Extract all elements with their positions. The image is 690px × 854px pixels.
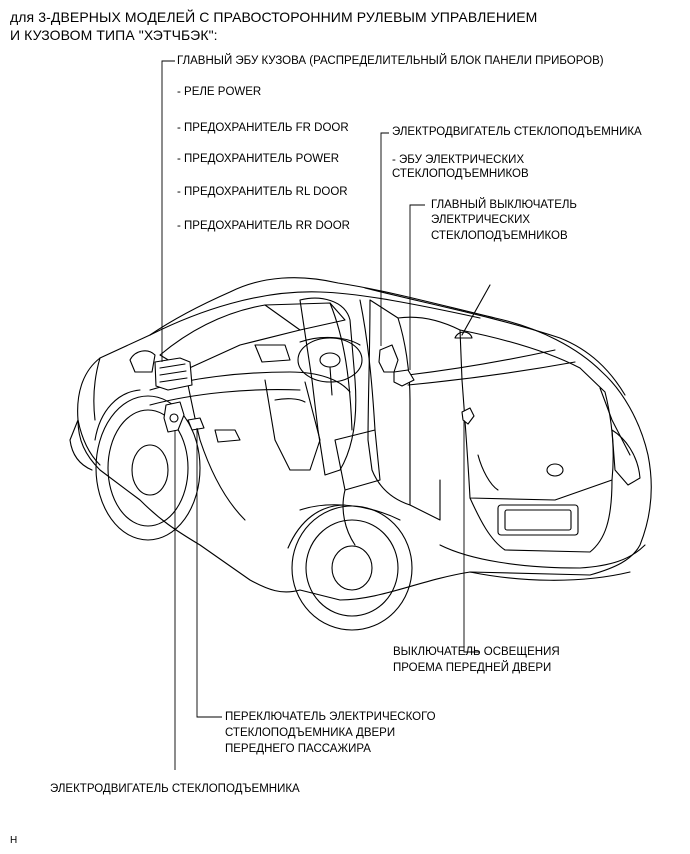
door-opening bbox=[367, 299, 411, 506]
rear-wheel bbox=[291, 505, 413, 631]
label-window-ecu-line-1: - ЭБУ ЭЛЕКТРИЧЕСКИХ bbox=[392, 154, 525, 166]
steering-wheel bbox=[297, 337, 363, 383]
label-main-body-ecu: ГЛАВНЫЙ ЭБУ КУЗОВА (РАСПРЕДЕЛИТЕЛЬНЫЙ БЛ… bbox=[177, 55, 604, 67]
leader-main-ecu bbox=[161, 60, 175, 362]
label-fuse-rr-door: - ПРЕДОХРАНИТЕЛЬ RR DOOR bbox=[177, 220, 350, 232]
diagram-title-line-2: И КУЗОВОМ ТИПА "ХЭТЧБЭК": bbox=[10, 27, 218, 43]
label-master-switch-line-2: ЭЛЕКТРИЧЕСКИХ bbox=[431, 214, 531, 226]
front-wheel bbox=[95, 395, 201, 541]
label-fuse-power: - ПРЕДОХРАНИТЕЛЬ POWER bbox=[177, 153, 340, 165]
passenger-window-switch-component bbox=[187, 417, 205, 431]
car-body-outline bbox=[77, 277, 652, 601]
license-plate bbox=[497, 504, 579, 536]
master-switch-component bbox=[393, 369, 415, 387]
main-body-ecu-component bbox=[154, 357, 193, 391]
leader-passenger-switch bbox=[196, 428, 222, 718]
antenna bbox=[461, 284, 491, 336]
label-master-switch-line-1: ГЛАВНЫЙ ВЫКЛЮЧАТЕЛЬ bbox=[431, 199, 577, 211]
label-passenger-switch-line-3: ПЕРЕДНЕГО ПАССАЖИРА bbox=[225, 743, 371, 755]
left-window-motor-component bbox=[163, 401, 185, 433]
windshield bbox=[159, 302, 346, 371]
rear-seat bbox=[334, 429, 381, 491]
label-fuse-rl-door: - ПРЕДОХРАНИТЕЛЬ RL DOOR bbox=[177, 186, 348, 198]
front-seat bbox=[299, 297, 357, 476]
rear-emblem bbox=[546, 463, 564, 477]
figure-code: H bbox=[10, 835, 18, 846]
label-courtesy-switch-line-2: ПРОЕМА ПЕРЕДНЕЙ ДВЕРИ bbox=[393, 662, 552, 674]
leader-window-motor-right bbox=[380, 132, 389, 346]
label-window-motor-left: ЭЛЕКТРОДВИГАТЕЛЬ СТЕКЛОПОДЪЕМНИКА bbox=[50, 783, 300, 795]
courtesy-switch-component bbox=[461, 407, 475, 425]
leader-courtesy-switch bbox=[463, 420, 480, 653]
label-fuse-fr-door: - ПРЕДОХРАНИТЕЛЬ FR DOOR bbox=[177, 122, 349, 134]
right-window-motor-component bbox=[378, 344, 399, 373]
label-courtesy-switch-line-1: ВЫКЛЮЧАТЕЛЬ ОСВЕЩЕНИЯ bbox=[393, 646, 560, 658]
label-window-motor-right: ЭЛЕКТРОДВИГАТЕЛЬ СТЕКЛОПОДЪЕМНИКА bbox=[392, 126, 642, 138]
leader-master-switch bbox=[409, 204, 425, 370]
diagram-title-line-1: для 3-ДВЕРНЫХ МОДЕЛЕЙ С ПРАВОСТОРОННИМ Р… bbox=[10, 9, 538, 25]
label-master-switch-line-3: СТЕКЛОПОДЪЕМНИКОВ bbox=[431, 230, 568, 242]
label-passenger-switch-line-2: СТЕКЛОПОДЪЕМНИКА ДВЕРИ bbox=[225, 727, 396, 739]
label-window-ecu-line-2: СТЕКЛОПОДЪЕМНИКОВ bbox=[392, 168, 529, 180]
label-passenger-switch-line-1: ПЕРЕКЛЮЧАТЕЛЬ ЭЛЕКТРИЧЕСКОГО bbox=[225, 711, 436, 723]
label-relay-power: - РЕЛЕ POWER bbox=[177, 86, 262, 98]
